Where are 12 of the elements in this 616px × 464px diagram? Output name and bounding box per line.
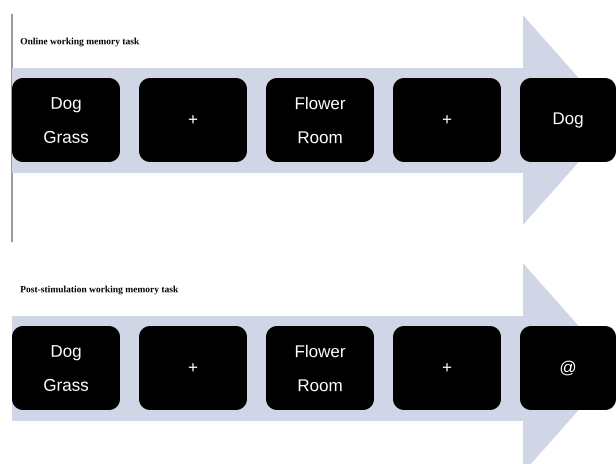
stimulus-box: Dog Grass <box>12 326 120 410</box>
stimulus-box: + <box>393 78 501 162</box>
stimulus-box: @ <box>520 326 616 410</box>
stimulus-box: Flower Room <box>266 78 374 162</box>
stimulus-box: Flower Room <box>266 326 374 410</box>
panel-title: Post-stimulation working memory task <box>20 286 178 294</box>
stimulus-box: Dog <box>520 78 616 162</box>
panel-title: Online working memory task <box>20 38 140 46</box>
stimulus-box: + <box>139 78 247 162</box>
stimulus-box: Dog Grass <box>12 78 120 162</box>
stimulus-box: + <box>139 326 247 410</box>
stimulus-box: + <box>393 326 501 410</box>
